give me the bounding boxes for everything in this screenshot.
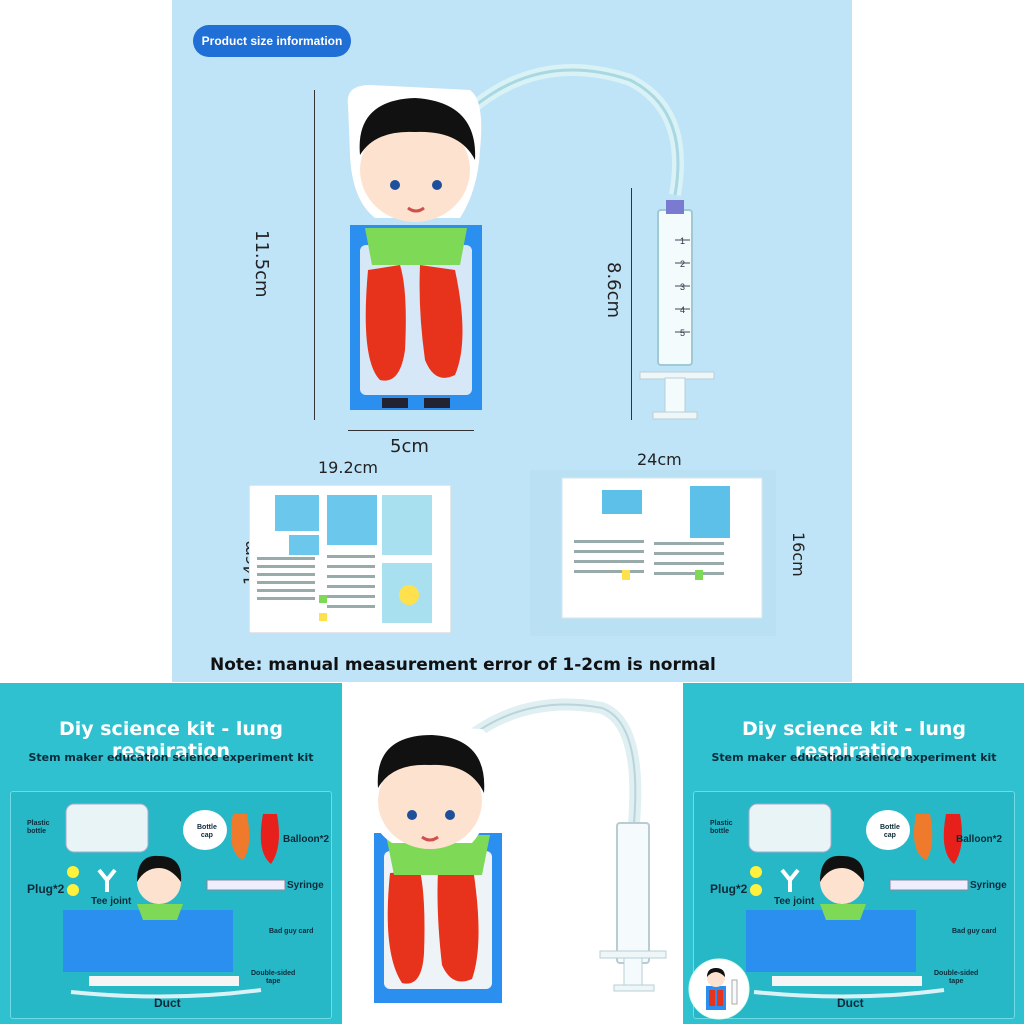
manual-width-label: 19.2cm <box>318 458 379 477</box>
kit-contents-illustration <box>63 803 286 999</box>
lung-model-illustration: 1 2 3 4 5 <box>347 64 715 420</box>
right-lung <box>419 265 463 378</box>
syringe-tick-label: 1 <box>680 236 685 246</box>
height-dimension-line <box>314 90 315 420</box>
width-dimension-label: 5cm <box>390 436 429 457</box>
syringe-tick-label: 5 <box>680 328 685 338</box>
label-syringe: Syringe <box>287 880 324 891</box>
label-bottle-cap: Bottle cap <box>880 824 900 839</box>
kit-title: Diy science kit - lung respiration <box>58 718 284 762</box>
label-plug: Plug*2 <box>710 882 748 896</box>
kit-subtitle: Stem maker education science experiment … <box>28 751 314 764</box>
kit-title: Diy science kit - lung respiration <box>741 718 967 762</box>
label-duct: Duct <box>837 996 864 1010</box>
label-bad-guy-card: Bad guy card <box>952 928 997 935</box>
lung-model-photo <box>363 698 667 1003</box>
label-bottle-cap: Bottle cap <box>197 824 217 839</box>
label-bad-guy-card: Bad guy card <box>269 928 314 935</box>
kit-panel-left: Diy science kit - lung respiration Stem … <box>0 683 342 1024</box>
label-duct: Duct <box>154 996 181 1010</box>
height-dimension-label: 11.5cm <box>251 230 272 298</box>
measurement-note: Note: manual measurement error of 1-2cm … <box>210 655 716 675</box>
product-photo-panel <box>342 683 683 1024</box>
face <box>360 118 470 222</box>
syringe-tick-label: 3 <box>680 282 685 292</box>
product-thumbnail <box>688 958 750 1020</box>
label-tee-joint: Tee joint <box>774 896 815 907</box>
kit-subtitle: Stem maker education science experiment … <box>711 751 997 764</box>
kit-contents-board: Plastic bottle Bottle cap Balloon*2 Plug… <box>10 791 332 1019</box>
packaged-bag <box>530 470 776 636</box>
instruction-manual <box>249 485 451 633</box>
label-tee-joint: Tee joint <box>91 896 132 907</box>
syringe-scale: 1 2 3 4 5 <box>675 236 690 338</box>
hair <box>359 98 476 160</box>
label-balloon: Balloon*2 <box>283 834 330 845</box>
size-info-badge: Product size information <box>193 25 351 57</box>
label-double-sided-tape: Double-sided tape <box>251 970 296 985</box>
kit-contents-illustration <box>746 803 969 999</box>
label-syringe: Syringe <box>970 880 1007 891</box>
collar <box>365 228 467 265</box>
label-double-sided-tape: Double-sided tape <box>934 970 979 985</box>
label-plug: Plug*2 <box>27 882 65 896</box>
syringe-dimension-label: 8.6cm <box>603 262 624 319</box>
label-balloon: Balloon*2 <box>956 834 1003 845</box>
label-plastic-bottle: Plastic bottle <box>710 820 733 835</box>
syringe-tick-label: 2 <box>680 259 685 269</box>
syringe-dimension-line <box>631 188 632 420</box>
width-dimension-line <box>348 430 474 431</box>
kit-panel-right: Diy science kit - lung respiration Stem … <box>683 683 1024 1024</box>
left-lung <box>365 265 406 381</box>
label-plastic-bottle: Plastic bottle <box>27 820 50 835</box>
syringe-tick-label: 4 <box>680 305 685 315</box>
syringe <box>639 200 715 420</box>
bag-height-label: 16cm <box>789 532 808 577</box>
bag-width-label: 24cm <box>637 450 682 469</box>
